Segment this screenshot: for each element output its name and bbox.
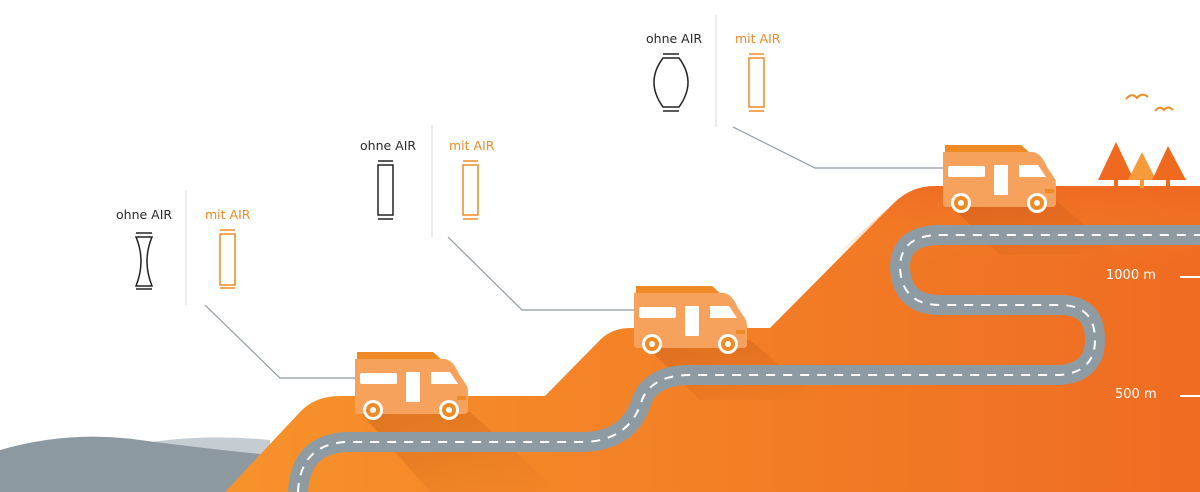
camper-van-icon bbox=[355, 352, 468, 420]
mit-air-bag-icon bbox=[462, 160, 479, 220]
stage-2-mit-label: mit AIR bbox=[449, 138, 495, 153]
altitude-label-500: 500 m bbox=[1115, 387, 1157, 402]
connector-line bbox=[447, 236, 650, 311]
connector-line bbox=[204, 304, 370, 379]
connector-line bbox=[732, 126, 960, 169]
bird-icon bbox=[1125, 93, 1149, 100]
mit-air-bag-icon bbox=[219, 229, 236, 289]
bird-icon bbox=[1154, 106, 1174, 112]
background-hill-dark bbox=[0, 436, 270, 492]
camper-van-icon bbox=[634, 286, 747, 354]
mit-air-bag-icon bbox=[748, 53, 765, 112]
ohne-air-bag-icon bbox=[377, 160, 394, 220]
altitude-label-1000: 1000 m bbox=[1106, 268, 1156, 283]
stage-2-ohne-label: ohne AIR bbox=[360, 138, 417, 153]
stage-3-mit-label: mit AIR bbox=[735, 31, 781, 46]
stage-1-ohne-label: ohne AIR bbox=[116, 207, 173, 222]
tree-icon bbox=[1152, 146, 1186, 180]
tree-icon bbox=[1128, 152, 1156, 180]
stage-3-ohne-label: ohne AIR bbox=[646, 31, 703, 46]
ohne-air-bag-icon bbox=[653, 53, 689, 112]
camper-van-icon bbox=[943, 145, 1056, 213]
ohne-air-bag-icon bbox=[134, 232, 154, 290]
road bbox=[288, 225, 1200, 492]
stage-1-mit-label: mit AIR bbox=[205, 207, 251, 222]
trees bbox=[1098, 142, 1186, 188]
tree-icon bbox=[1098, 142, 1134, 180]
